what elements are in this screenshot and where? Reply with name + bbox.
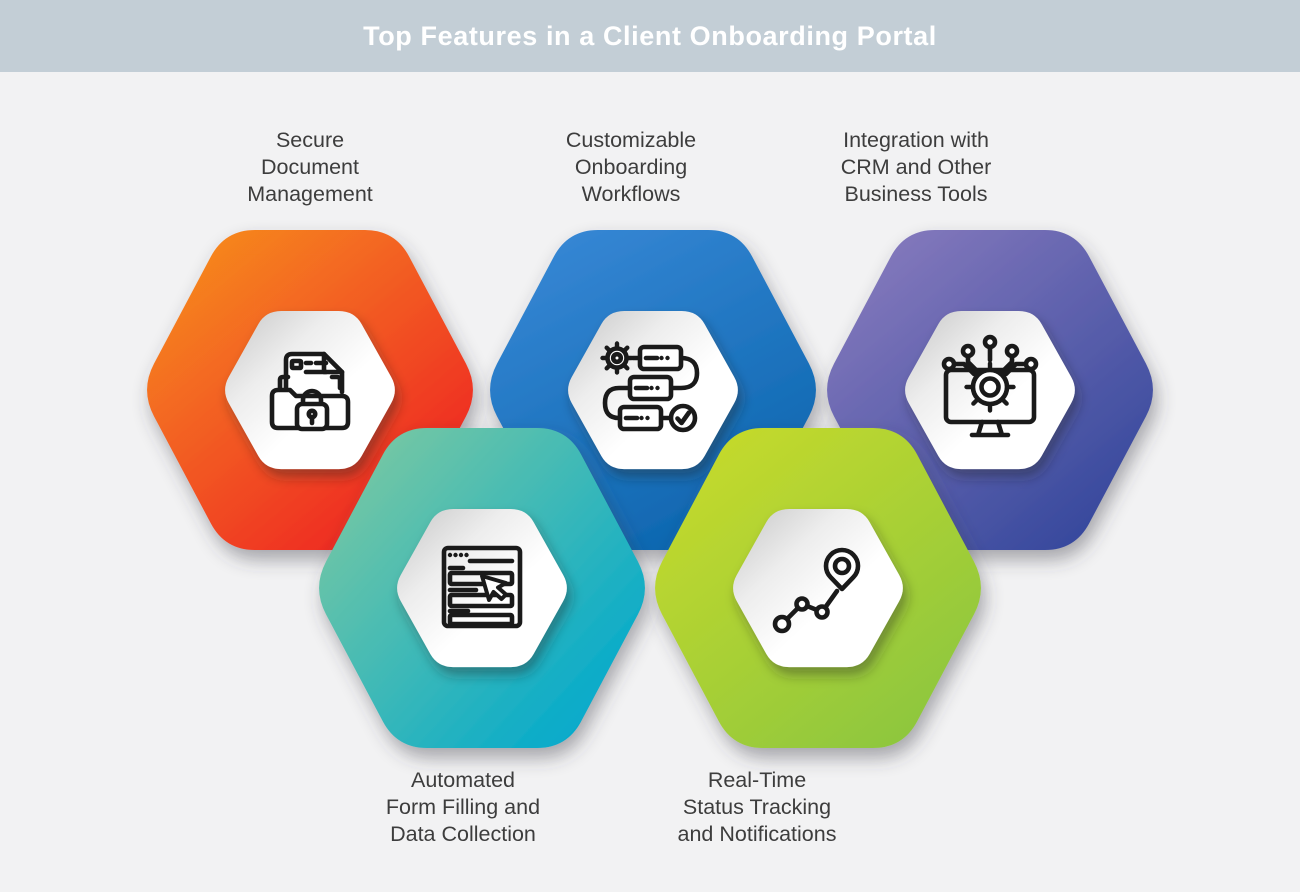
- hexagon-real-time-status-tracking: [655, 428, 981, 748]
- hexagon-automated-form-filling: [319, 428, 645, 748]
- page-title: Top Features in a Client Onboarding Port…: [363, 20, 937, 51]
- label-integration-with-crm: Integration with CRM and Other Business …: [840, 128, 992, 206]
- hexagon-integration-with-crm: [827, 230, 1153, 550]
- hexagon-customizable-onboarding-workflows: [490, 230, 816, 550]
- workflow-gear-icon: [600, 341, 700, 433]
- header-bar: Top Features in a Client Onboarding Port…: [0, 0, 1300, 72]
- label-real-time-status-tracking: Real-Time Status Tracking and Notificati…: [677, 768, 837, 846]
- hexagon-secure-document-management: [147, 230, 473, 550]
- label-automated-form-filling: Automated Form Filling and Data Collecti…: [385, 768, 541, 846]
- label-secure-document-management: Secure Document Management: [247, 128, 373, 206]
- form-autofill-cursor-icon: [441, 545, 523, 629]
- folder-lock-icon: [269, 351, 351, 432]
- monitor-integration-icon: [941, 334, 1039, 438]
- status-tracking-pin-icon: [772, 547, 861, 634]
- label-customizable-onboarding-workflows: Customizable Onboarding Workflows: [565, 128, 697, 206]
